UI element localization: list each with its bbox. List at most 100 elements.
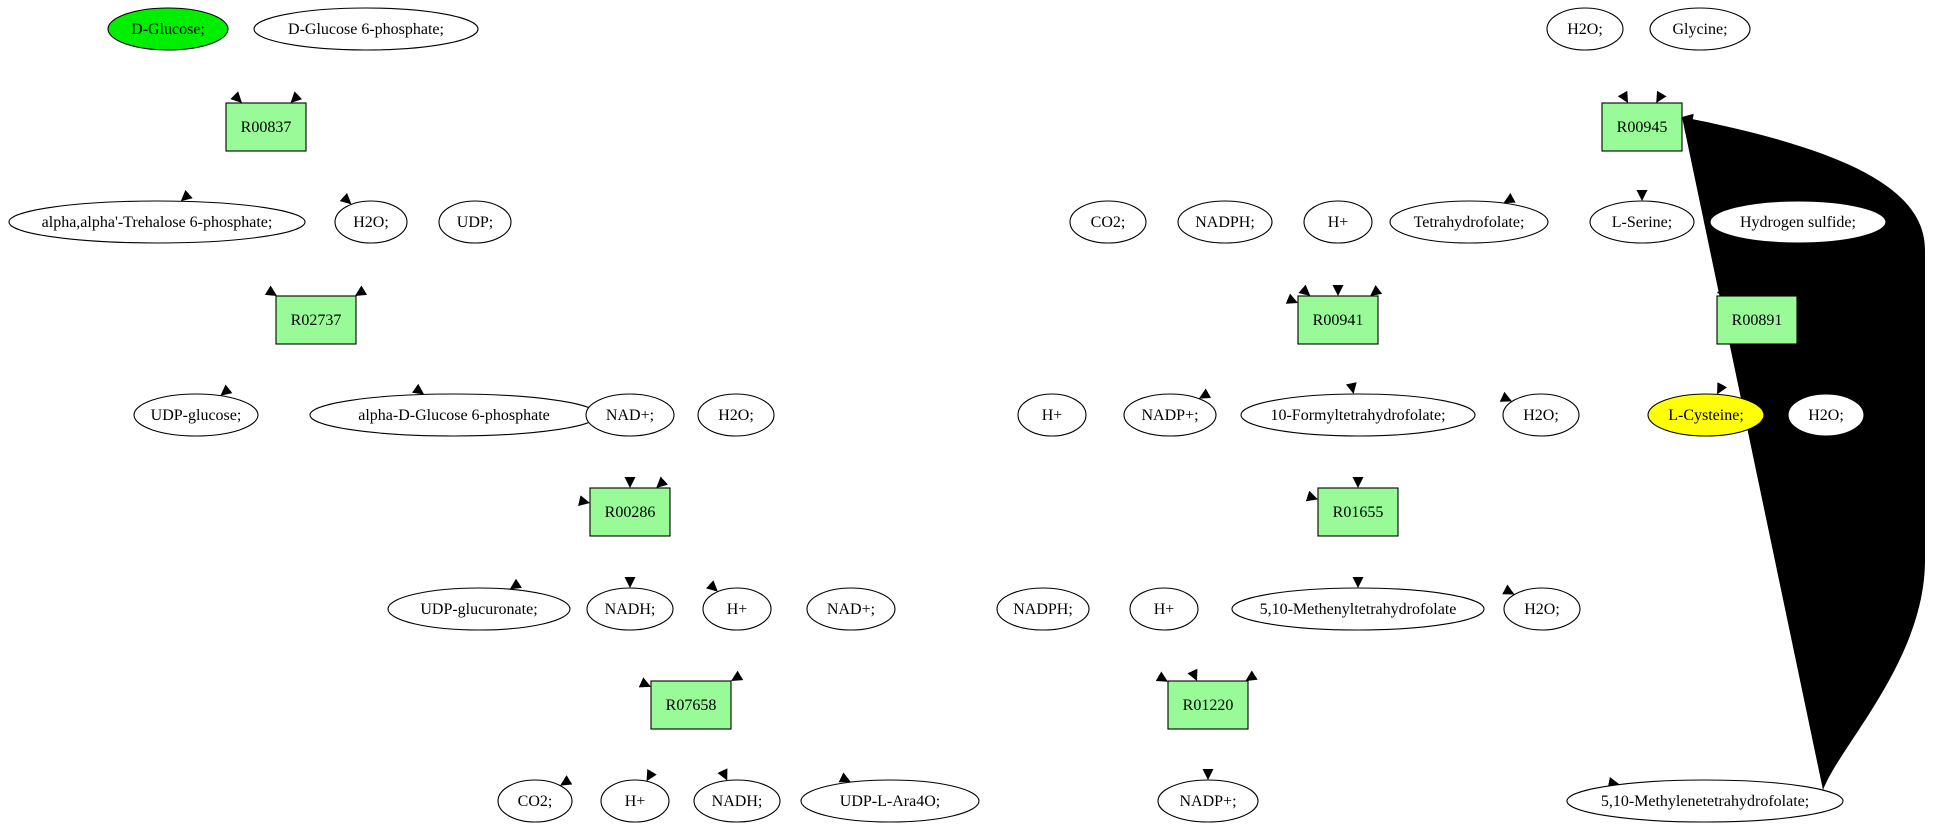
compound-node-methylenethf[interactable]: 5,10-Methylenetetrahydrofolate; bbox=[1566, 779, 1844, 823]
reaction-node-r00891[interactable]: R00891 bbox=[1716, 295, 1798, 345]
reaction-node-r02737[interactable]: R02737 bbox=[275, 295, 357, 345]
reaction-node-r00941[interactable]: R00941 bbox=[1297, 295, 1379, 345]
node-label: R00286 bbox=[605, 504, 656, 521]
compound-node-nadpp_a[interactable]: NADP+; bbox=[1123, 393, 1217, 437]
node-label: 5,10-Methylenetetrahydrofolate; bbox=[1601, 793, 1809, 810]
compound-node-adg6p[interactable]: alpha-D-Glucose 6-phosphate bbox=[309, 393, 599, 437]
compound-node-h2s[interactable]: Hydrogen sulfide; bbox=[1709, 200, 1887, 244]
node-label: H2O; bbox=[1808, 407, 1844, 424]
compound-ellipse bbox=[1502, 393, 1580, 437]
reaction-node-r07658[interactable]: R07658 bbox=[650, 680, 732, 730]
node-label: R07658 bbox=[666, 697, 717, 714]
edge-r00941-h2o_d bbox=[1499, 391, 1513, 402]
node-label: UDP; bbox=[457, 214, 493, 231]
reaction-node-r00837[interactable]: R00837 bbox=[225, 102, 307, 152]
compound-node-h2o_a[interactable]: H2O; bbox=[334, 200, 408, 244]
edge-g6p-r00837 bbox=[290, 91, 303, 103]
compound-node-co2_a[interactable]: CO2; bbox=[497, 779, 573, 823]
compound-node-treh6p[interactable]: alpha,alpha'-Trehalose 6-phosphate; bbox=[8, 200, 306, 244]
compound-ellipse bbox=[387, 587, 571, 631]
node-label: L-Serine; bbox=[1612, 214, 1672, 231]
compound-ellipse bbox=[600, 779, 670, 823]
compound-ellipse bbox=[133, 393, 259, 437]
edge-r07658-hplus_b bbox=[646, 768, 657, 782]
reaction-box bbox=[225, 102, 307, 152]
compound-node-h2o_d[interactable]: H2O; bbox=[1502, 393, 1580, 437]
reaction-node-r00286[interactable]: R00286 bbox=[589, 487, 671, 537]
node-label: CO2; bbox=[1091, 214, 1126, 231]
reaction-node-r01655[interactable]: R01655 bbox=[1317, 487, 1399, 537]
node-label: L-Cysteine; bbox=[1668, 407, 1744, 424]
compound-ellipse bbox=[1647, 393, 1765, 437]
compound-node-lserine[interactable]: L-Serine; bbox=[1589, 200, 1695, 244]
compound-node-formylthf[interactable]: 10-Formyltetrahydrofolate; bbox=[1240, 393, 1476, 437]
edge-r00941-formylthf bbox=[1345, 382, 1357, 395]
compound-node-h2o_f[interactable]: H2O; bbox=[1503, 587, 1581, 631]
compound-node-nadph_b[interactable]: NADPH; bbox=[996, 587, 1090, 631]
edge-hplus_d-r01655 bbox=[1305, 490, 1318, 502]
compound-node-hplus_c[interactable]: H+ bbox=[1303, 200, 1373, 244]
compound-node-udpgluc[interactable]: UDP-glucuronate; bbox=[387, 587, 571, 631]
compound-node-dglucose[interactable]: D-Glucose; bbox=[107, 7, 229, 51]
compound-node-glycine[interactable]: Glycine; bbox=[1649, 7, 1751, 51]
compound-ellipse bbox=[1566, 779, 1844, 823]
node-label: R00837 bbox=[241, 119, 292, 136]
node-label: H+ bbox=[727, 601, 748, 618]
compound-ellipse bbox=[1129, 587, 1199, 631]
compound-node-hplus_a[interactable]: H+ bbox=[702, 587, 772, 631]
reaction-box bbox=[589, 487, 671, 537]
node-label: UDP-glucose; bbox=[151, 407, 242, 424]
compound-node-h2o_b[interactable]: H2O; bbox=[697, 393, 775, 437]
compound-node-hplus_b[interactable]: H+ bbox=[600, 779, 670, 823]
node-label: NADP+; bbox=[1179, 793, 1236, 810]
edge-r00837-h2o_a bbox=[339, 192, 352, 205]
edge-h2o_c-r00945 bbox=[1617, 90, 1629, 103]
compound-ellipse bbox=[1649, 7, 1751, 51]
compound-node-hplus_d[interactable]: H+ bbox=[1017, 393, 1087, 437]
node-label: R00945 bbox=[1617, 119, 1668, 136]
compound-node-udpglc[interactable]: UDP-glucose; bbox=[133, 393, 259, 437]
compound-ellipse bbox=[1303, 200, 1373, 244]
compound-node-nadpp_b[interactable]: NADP+; bbox=[1157, 779, 1259, 823]
edge-r00286-hplus_a bbox=[706, 580, 718, 592]
node-label: H2O; bbox=[353, 214, 389, 231]
node-label: D-Glucose 6-phosphate; bbox=[288, 21, 444, 38]
edge-r00286-udpgluc bbox=[509, 578, 522, 590]
node-label: 10-Formyltetrahydrofolate; bbox=[1270, 407, 1445, 424]
compound-node-co2_b[interactable]: CO2; bbox=[1069, 200, 1147, 244]
compound-node-nadh_b[interactable]: NADH; bbox=[693, 779, 781, 823]
edge-methenylthf-r01220 bbox=[1245, 670, 1258, 681]
compound-ellipse bbox=[107, 7, 229, 51]
compound-node-h2o_c[interactable]: H2O; bbox=[1546, 7, 1624, 51]
compound-node-nadph_a[interactable]: NADPH; bbox=[1177, 200, 1273, 244]
compound-ellipse bbox=[1709, 200, 1887, 244]
compound-node-udp[interactable]: UDP; bbox=[438, 200, 512, 244]
node-label: alpha,alpha'-Trehalose 6-phosphate; bbox=[42, 214, 273, 231]
edge-methylenethf-r00945 bbox=[1682, 113, 1925, 790]
node-label: NAD+; bbox=[827, 601, 875, 618]
node-label: alpha-D-Glucose 6-phosphate bbox=[358, 407, 550, 424]
edge-nadph_a-r00941 bbox=[1298, 284, 1311, 296]
compound-node-nadp_a[interactable]: NAD+; bbox=[585, 393, 675, 437]
compound-ellipse bbox=[585, 393, 675, 437]
edge-r07658-nadh_b bbox=[717, 768, 728, 781]
compound-node-lcys[interactable]: L-Cysteine; bbox=[1647, 393, 1765, 437]
compound-node-udplara[interactable]: UDP-L-Ara4O; bbox=[800, 779, 980, 823]
compound-ellipse bbox=[702, 587, 772, 631]
compound-node-g6p[interactable]: D-Glucose 6-phosphate; bbox=[253, 7, 479, 51]
node-label: H2O; bbox=[1524, 601, 1560, 618]
compound-node-methenylthf[interactable]: 5,10-Methenyltetrahydrofolate bbox=[1231, 587, 1485, 631]
node-label: NADPH; bbox=[1013, 601, 1073, 618]
compound-node-nadp_b[interactable]: NAD+; bbox=[806, 587, 896, 631]
reaction-box bbox=[650, 680, 732, 730]
compound-node-hplus_e[interactable]: H+ bbox=[1129, 587, 1199, 631]
reaction-node-r01220[interactable]: R01220 bbox=[1167, 680, 1249, 730]
compound-node-nadh_a[interactable]: NADH; bbox=[586, 587, 674, 631]
node-label: NAD+; bbox=[606, 407, 654, 424]
compound-node-thf[interactable]: Tetrahydrofolate; bbox=[1389, 200, 1549, 244]
compound-node-h2o_e[interactable]: H2O; bbox=[1787, 393, 1865, 437]
edge-r07658-co2_a bbox=[560, 775, 573, 786]
edge-r00837-treh6p bbox=[180, 189, 193, 202]
reaction-node-r00945[interactable]: R00945 bbox=[1601, 102, 1683, 152]
